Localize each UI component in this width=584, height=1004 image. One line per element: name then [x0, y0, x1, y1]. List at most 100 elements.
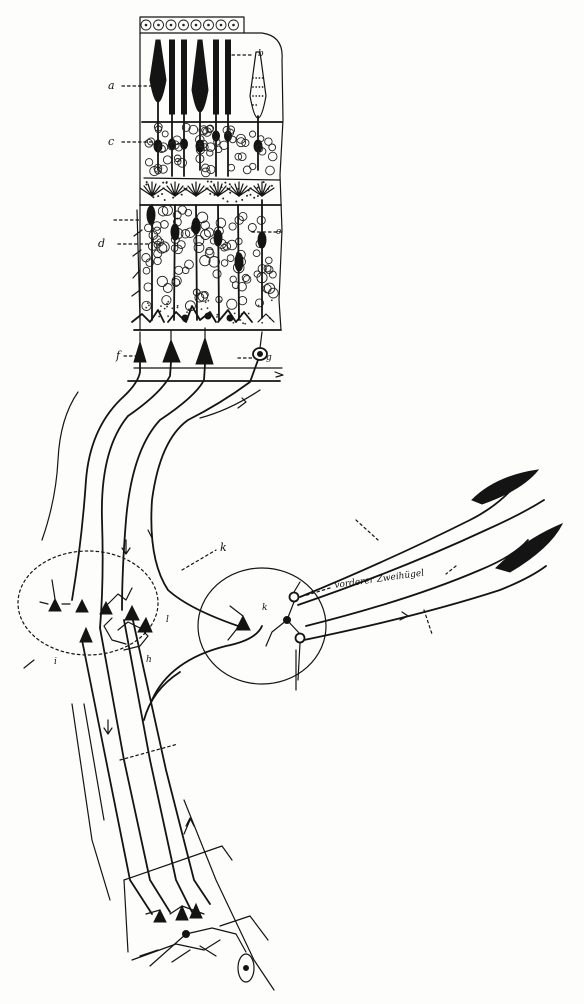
inner-nucleus-circle [226, 239, 238, 251]
nucleus-circle [258, 147, 267, 156]
dendrite-stroke [174, 183, 180, 197]
nucleus-circle [172, 135, 182, 145]
rod-cell [181, 39, 187, 115]
plexiform-granule [262, 181, 265, 184]
cone-cell [191, 39, 209, 113]
dendrite-stroke [162, 187, 176, 197]
nucleus-circle [158, 164, 168, 174]
nucleus-circle [242, 165, 252, 175]
epithelium-cell [228, 19, 239, 31]
inner-nucleus-circle [263, 264, 272, 273]
descending-fibres [71, 615, 275, 991]
dendrite-stroke [195, 187, 209, 197]
label-f: f [116, 349, 121, 362]
plexiform-dot [186, 311, 188, 313]
inner-nucleus-circle [153, 256, 162, 266]
inner-nucleus-circle [161, 204, 173, 216]
dendrite-stroke [217, 185, 227, 197]
cone-granule [252, 95, 254, 97]
cone-cell [149, 39, 167, 103]
dendrite-stroke [257, 183, 263, 197]
nucleus-circle [265, 165, 275, 176]
outer-plexiform-tufts [139, 180, 275, 203]
inner-nucleus-circle [226, 298, 238, 310]
dendrite-stroke [238, 183, 244, 197]
plexiform-granule [165, 181, 168, 184]
plexiform-granule [210, 180, 213, 183]
inner-nucleus-circle [204, 248, 215, 259]
plexiform-dot [270, 299, 273, 302]
plexiform-granule [246, 194, 248, 197]
pigment-epithelium [139, 16, 245, 34]
cone-granule [258, 86, 261, 88]
ganglion-cell-layer [133, 327, 268, 365]
cone-granule [261, 95, 264, 97]
plexiform-dot [158, 315, 161, 318]
label-a: a [108, 79, 115, 92]
inner-nucleus-circle [199, 254, 211, 267]
plexiform-granule [220, 186, 223, 189]
bipolar-cells [131, 199, 267, 321]
plexiform-granule [241, 198, 244, 201]
nucleus-circle [177, 157, 187, 168]
cone-granule [252, 104, 254, 106]
plexiform-granule [184, 188, 187, 191]
label-e: e [276, 227, 282, 237]
epithelium-nucleus [194, 23, 198, 27]
plexiform-dot [159, 310, 162, 313]
dendrite-stroke [147, 183, 153, 197]
dendrite-stroke [151, 185, 161, 197]
dendrite-stroke [195, 185, 205, 197]
plexiform-granule [152, 196, 155, 199]
nucleus-circle [200, 167, 211, 178]
plexiform-dot [176, 304, 179, 307]
label-i: i [54, 657, 57, 667]
plexiform-granule [222, 197, 225, 200]
plexiform-granule [213, 184, 215, 187]
plexiform-granule [253, 196, 256, 199]
plexiform-granule [157, 195, 160, 198]
plexiform-dot [242, 322, 245, 325]
plexiform-dot [167, 315, 170, 318]
inner-nucleus-circle [177, 205, 187, 215]
inner-nucleus-circle [241, 273, 250, 282]
plexiform-dot [216, 316, 218, 318]
plexiform-dot [204, 301, 207, 304]
inner-nucleus-circle [237, 281, 247, 292]
plexiform-granule [180, 193, 183, 196]
nucleus-circle [206, 164, 216, 175]
inner-nucleus-circle [171, 275, 182, 286]
inner-nucleus-circle [171, 278, 181, 287]
dendrite-stroke [151, 183, 157, 197]
plexiform-dot [239, 319, 242, 321]
nucleus-circle [237, 152, 247, 162]
plexiform-dot [167, 300, 170, 303]
epithelium-nucleus [157, 23, 160, 27]
dendrite-stroke [234, 183, 240, 197]
inner-nucleus-circle [212, 269, 222, 279]
dendrite-stroke [187, 185, 197, 197]
nucleus-circle [149, 166, 160, 177]
inner-nuclear-layer [141, 204, 279, 325]
rod-cell [225, 39, 231, 115]
cone-cell [249, 51, 267, 119]
label-k-top: k [220, 541, 227, 554]
plexiform-dot [148, 304, 150, 307]
nucleus-circle [161, 130, 169, 138]
plexiform-granule [237, 187, 240, 190]
plexiform-granule [161, 193, 163, 195]
dendrite-stroke [217, 183, 223, 197]
plexiform-granule [247, 189, 250, 192]
nucleus-circle [181, 122, 191, 132]
inner-nucleus-circle [264, 265, 274, 275]
nucleus-circle [170, 140, 180, 150]
nucleus-circle [153, 122, 163, 132]
epithelium-cell [178, 19, 189, 31]
dendrite-stroke [209, 185, 219, 197]
plexiform-dot [200, 308, 203, 310]
plexiform-dot [247, 312, 250, 315]
nucleus-circle [195, 145, 205, 155]
plexiform-granule [206, 180, 209, 183]
arrow-down-mark [121, 539, 131, 555]
dendrite-stroke [191, 183, 197, 197]
